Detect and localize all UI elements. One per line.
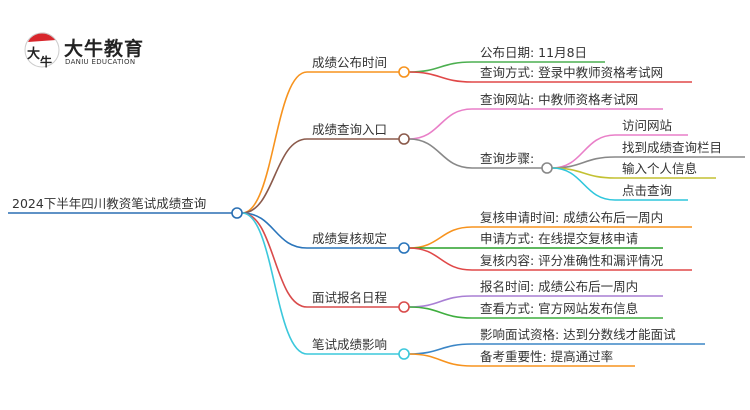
leaf-label: 公布日期: 11月8日	[480, 45, 587, 60]
leaf-connector	[408, 226, 473, 249]
node-circle	[398, 66, 410, 78]
leaf-connector	[408, 71, 473, 83]
node-circle	[398, 301, 410, 313]
branch-label: 成绩公布时间	[312, 55, 387, 70]
branch-label: 成绩复核规定	[312, 231, 387, 246]
logo-title: 大牛教育	[64, 38, 145, 60]
root-node-circle	[231, 207, 243, 219]
branch-connector	[241, 138, 308, 214]
leaf-connector	[408, 295, 473, 308]
leaf-connector	[408, 138, 473, 169]
leaf-label: 查询网站: 中教师资格考试网	[480, 92, 638, 107]
leaf-connector	[408, 108, 473, 140]
branch-connector	[241, 212, 308, 355]
branch-label: 笔试成绩影响	[312, 337, 387, 352]
leaf-connector	[408, 247, 473, 271]
leaf-label: 备考重要性: 提高通过率	[480, 349, 613, 364]
branch-connector	[241, 71, 308, 214]
leaf-connector	[408, 306, 473, 319]
svg-text:大: 大	[27, 46, 40, 62]
subleaf-label: 输入个人信息	[622, 161, 697, 176]
leaf-label: 复核内容: 评分准确性和漏评情况	[480, 253, 664, 268]
logo: 大 牛 大牛教育 DANIU EDUCATION	[22, 28, 182, 72]
subleaf-label: 找到成绩查询栏目	[622, 140, 722, 155]
leaf-label: 影响面试资格: 达到分数线才能面试	[480, 327, 676, 342]
branch-connector	[241, 212, 308, 308]
node-circle	[541, 162, 553, 174]
node-circle	[398, 348, 410, 360]
leaf-label: 查看方式: 官方网站发布信息	[480, 301, 638, 316]
svg-text:牛: 牛	[40, 54, 52, 69]
branch-connector	[241, 212, 308, 249]
branch-label: 成绩查询入口	[312, 122, 387, 137]
node-circle	[398, 242, 410, 254]
leaf-connector	[408, 61, 473, 73]
leaf-label: 查询方式: 登录中教师资格考试网	[480, 65, 663, 80]
branch-label: 面试报名日程	[312, 290, 388, 305]
subleaf-label: 点击查询	[622, 183, 672, 198]
root-label: 2024下半年四川教资笔试成绩查询	[12, 196, 206, 211]
node-circle	[398, 133, 410, 145]
subleaf-label: 访问网站	[622, 118, 672, 133]
subleaf-connector	[551, 167, 616, 201]
leaf-label: 查询步骤:	[480, 151, 534, 166]
leaf-label: 申请方式: 在线提交复核申请	[480, 231, 638, 246]
leaf-label: 报名时间: 成绩公布后一周内	[480, 279, 638, 294]
logo-subtitle: DANIU EDUCATION	[65, 58, 136, 66]
logo-mark-icon: 大 牛	[24, 32, 60, 69]
leaf-label: 复核申请时间: 成绩公布后一周内	[480, 210, 663, 225]
leaf-connector	[408, 353, 473, 367]
leaf-connector	[408, 343, 473, 355]
